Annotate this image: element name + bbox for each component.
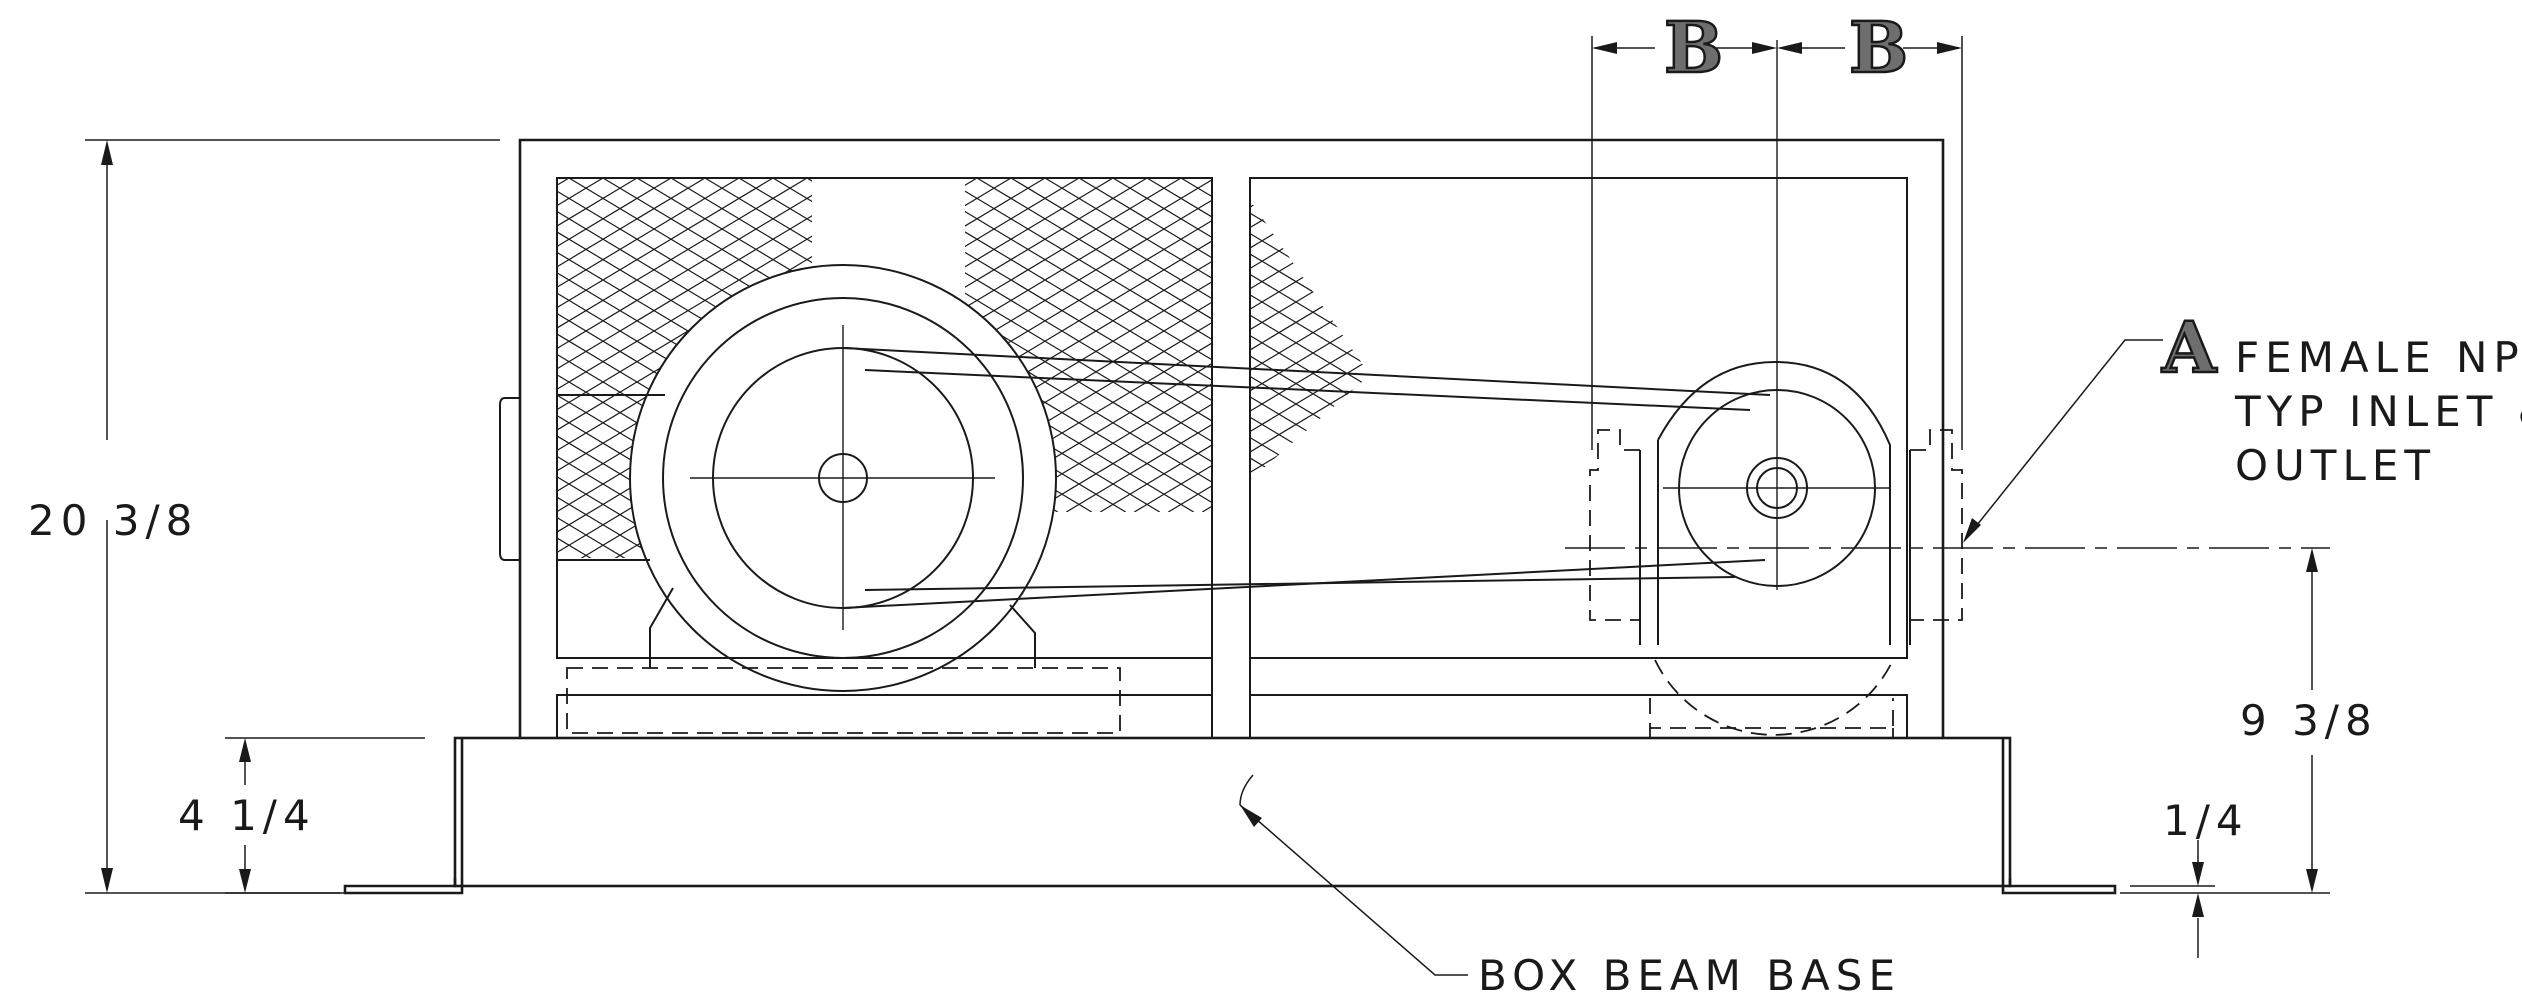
guard-hatch-right (1250, 200, 1370, 480)
base-label: BOX BEAM BASE (1478, 951, 1901, 1000)
base-callout-leader (1239, 804, 1468, 976)
npt-callout-leader (1963, 339, 2163, 543)
foot-thickness-label: 1/4 (2163, 796, 2249, 845)
guard-hatch-middle (965, 178, 1212, 512)
overall-height-label: 20 3/8 (28, 496, 198, 545)
dim-b-spacing (1591, 36, 1963, 450)
box-beam-base (343, 736, 2117, 895)
v-belts (842, 347, 1771, 609)
dim-base-height (225, 737, 425, 894)
ref-b-left: B (1664, 6, 1723, 89)
dim-foot-thickness (2130, 840, 2215, 958)
npt-line3: OUTLET (2235, 441, 2436, 490)
dim-overall-height (85, 139, 500, 894)
ref-a: A (2161, 306, 2218, 389)
outlet-height-label: 9 3/8 (2240, 696, 2378, 745)
base-height-label: 4 1/4 (178, 791, 316, 840)
motor (566, 264, 1121, 734)
pump-sheave (1565, 40, 2330, 590)
dim-outlet-height (2120, 548, 2330, 894)
belt-guard (499, 138, 1945, 738)
npt-line2: TYP INLET & (2234, 387, 2522, 436)
ref-b-right: B (1849, 6, 1908, 89)
npt-line1: FEMALE NPT (2235, 333, 2522, 382)
